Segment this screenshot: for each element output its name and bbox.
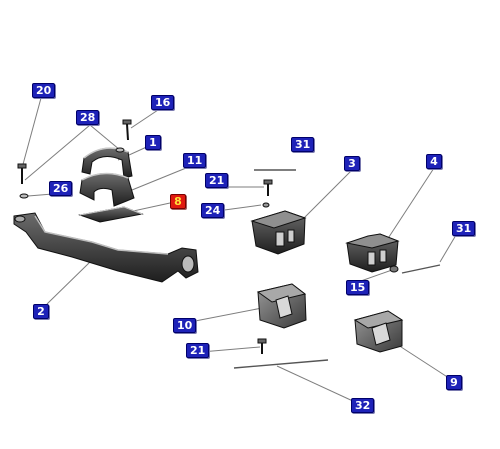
part-hardware	[17, 119, 399, 354]
callout-10[interactable]: 10	[173, 318, 197, 333]
leader-lines	[21, 97, 457, 403]
callout-1[interactable]: 1	[145, 135, 161, 150]
callout-24[interactable]: 24	[201, 203, 225, 218]
callout-9[interactable]: 9	[446, 375, 462, 390]
callout-20[interactable]: 20	[32, 83, 56, 98]
part-block-lower	[353, 310, 404, 353]
part-cushion	[79, 172, 135, 207]
part-rods	[233, 169, 441, 369]
part-plate	[78, 206, 144, 223]
callout-28[interactable]: 28	[76, 110, 100, 125]
callout-31-right[interactable]: 31	[452, 221, 476, 236]
callout-26[interactable]: 26	[49, 181, 73, 196]
callout-21-lower[interactable]: 21	[186, 343, 210, 358]
callout-4[interactable]: 4	[426, 154, 442, 169]
callout-21-upper[interactable]: 21	[205, 173, 229, 188]
callout-2[interactable]: 2	[33, 304, 49, 319]
callout-32[interactable]: 32	[351, 398, 375, 413]
part-frame-bar	[13, 212, 199, 283]
callout-15[interactable]: 15	[346, 280, 370, 295]
part-block-center	[256, 283, 307, 329]
part-mount-block-upper	[250, 210, 307, 255]
callout-3[interactable]: 3	[344, 156, 360, 171]
callout-31-upper[interactable]: 31	[291, 137, 315, 152]
part-mount-block-right	[345, 233, 400, 273]
callout-8-selected[interactable]: 8	[170, 194, 186, 209]
callout-16[interactable]: 16	[151, 95, 175, 110]
callout-11[interactable]: 11	[183, 153, 207, 168]
